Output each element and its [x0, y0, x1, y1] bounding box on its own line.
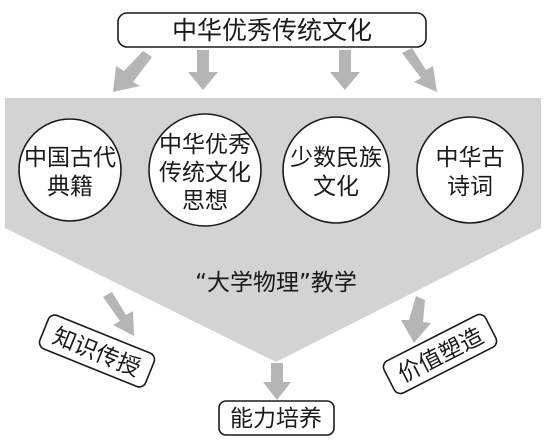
arrow-to-left-output-icon: [103, 292, 134, 336]
circle-1-line-1: 中国古代: [24, 145, 116, 171]
circle-2-line-3: 思想: [182, 188, 228, 214]
circle-3-line-2: 文化: [313, 174, 359, 200]
left-output-frame: [38, 314, 156, 388]
output-arrows: [103, 292, 431, 400]
left-output-box: 知识传授: [38, 314, 156, 388]
input-arrows: [113, 48, 437, 92]
top-box: 中华优秀传统文化: [117, 12, 427, 48]
top-box-label: 中华优秀传统文化: [172, 16, 372, 45]
center-label: “大学物理”教学: [195, 270, 357, 296]
arrow-to-circle-4-icon: [402, 48, 437, 92]
circle-2-line-1: 中华优秀: [159, 132, 251, 158]
right-output-frame: [382, 313, 498, 395]
top-box-frame: [117, 12, 427, 48]
circle-4-line-2: 诗词: [447, 174, 493, 200]
circle-4-line-1: 中华古: [436, 145, 505, 171]
arrow-to-bottom-output-icon: [263, 363, 291, 400]
arrow-to-circle-3-icon: [330, 50, 360, 90]
bottom-output-frame: [218, 400, 335, 436]
right-output-box: 价值塑造: [382, 313, 498, 395]
bottom-output-box: 能力培养: [218, 400, 335, 436]
circle-3-line-1: 少数民族: [290, 145, 382, 171]
circle-4: 中华古 诗词: [416, 116, 524, 224]
circle-2: 中华优秀 传统文化 思想: [148, 113, 262, 227]
bottom-output-label: 能力培养: [230, 406, 322, 432]
arrow-to-circle-1-icon: [113, 51, 152, 92]
arrow-to-circle-2-icon: [188, 50, 218, 90]
circle-2-line-2: 传统文化: [159, 160, 251, 186]
arrow-to-right-output-icon: [401, 296, 431, 343]
circle-1-line-2: 典籍: [47, 174, 93, 200]
circle-1: 中国古代 典籍: [18, 118, 122, 222]
funnel-background: [5, 98, 541, 362]
circle-3: 少数民族 文化: [282, 116, 390, 224]
